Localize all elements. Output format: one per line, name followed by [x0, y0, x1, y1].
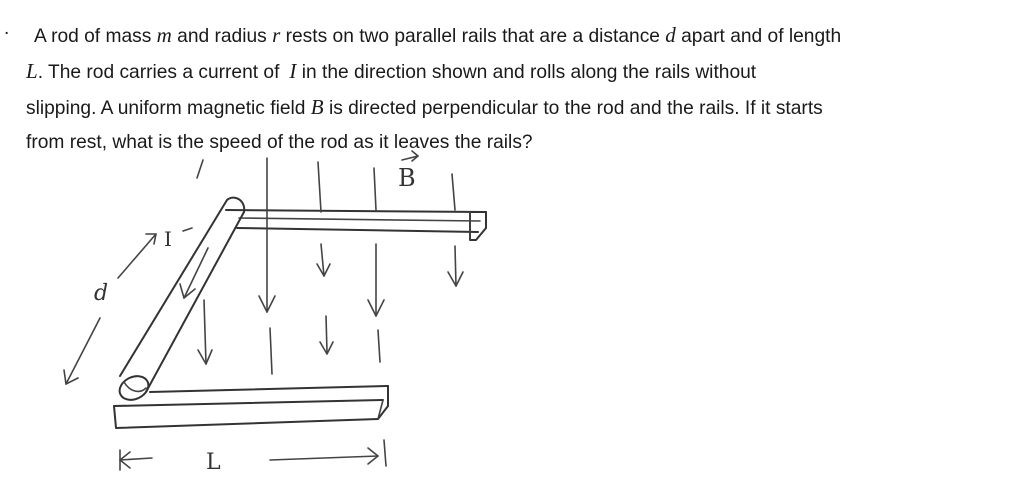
label-d: d: [94, 281, 108, 306]
distance-d-dimension: d: [63, 233, 157, 385]
list-bullet: .: [4, 18, 10, 39]
label-L: L: [206, 450, 221, 475]
problem-line-4: from rest, what is the speed of the rod …: [26, 126, 1001, 160]
text-segment: in the direction shown and rolls along t…: [296, 62, 757, 83]
text-segment: is directed perpendicular to the rod and…: [323, 98, 823, 119]
problem-statement: A rod of mass m and radius r rests on tw…: [26, 18, 1001, 160]
text-segment: A rod of mass: [34, 26, 157, 47]
front-rail: [113, 385, 389, 429]
label-B: B: [398, 164, 416, 192]
var-m: m: [156, 23, 172, 47]
text-segment: . The rod carries a current of: [37, 62, 280, 83]
text-segment: slipping. A uniform magnetic field: [26, 98, 311, 119]
back-rail: [225, 209, 487, 241]
text-segment: and radius: [171, 26, 273, 47]
var-L: L: [26, 59, 38, 83]
text-segment: apart and of length: [675, 26, 842, 47]
text-segment: rests on two parallel rails that are a d…: [280, 26, 666, 47]
var-d: d: [665, 23, 676, 47]
problem-line-2: L. The rod carries a current of I in the …: [26, 54, 1001, 90]
var-I: I: [289, 59, 297, 83]
text-segment: from rest, what is the speed of the rod …: [26, 132, 533, 153]
var-B: B: [310, 95, 324, 119]
length-L-dimension: L: [119, 439, 387, 475]
rod: [118, 196, 246, 401]
field-arrows: [196, 157, 464, 375]
problem-line-3: slipping. A uniform magnetic field B is …: [26, 90, 1001, 126]
problem-line-1: A rod of mass m and radius r rests on tw…: [26, 18, 1001, 54]
var-r: r: [272, 23, 281, 47]
current-indicator: I: [164, 227, 209, 299]
label-I: I: [164, 227, 172, 251]
